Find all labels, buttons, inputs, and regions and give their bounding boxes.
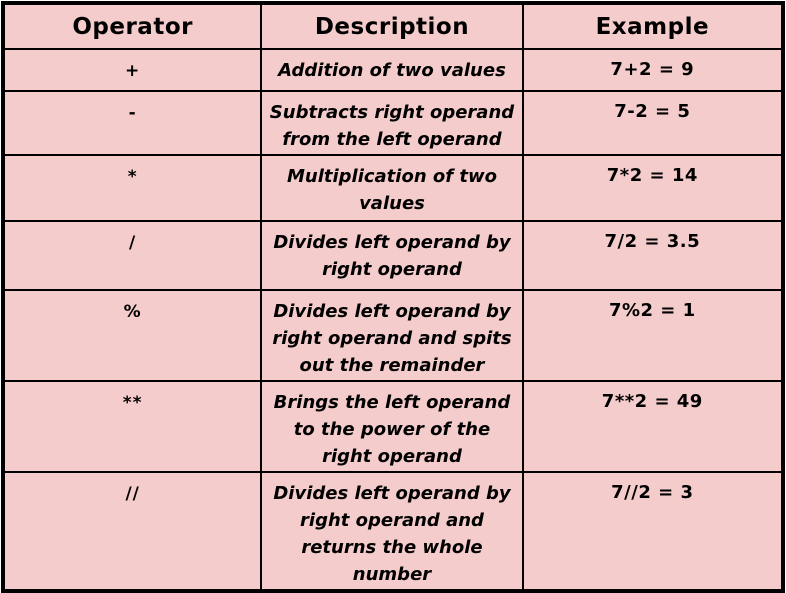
description-cell: Addition of two values (260, 48, 524, 92)
header-row: Operator Description Example (1, 2, 785, 50)
operator-cell: ** (1, 380, 263, 473)
column-header-operator: Operator (1, 2, 263, 50)
description-cell: Brings the left operand to the power of … (260, 380, 524, 473)
operator-cell: * (1, 154, 263, 222)
description-cell: Multiplication of two values (260, 154, 524, 222)
example-cell: 7//2 = 3 (521, 471, 785, 592)
operator-cell: - (1, 90, 263, 156)
operator-cell: // (1, 471, 263, 592)
table-row: %Divides left operand by right operand a… (1, 289, 785, 382)
table-header: Operator Description Example (1, 2, 785, 50)
example-cell: 7%2 = 1 (521, 289, 785, 382)
table-row: -Subtracts right operand from the left o… (1, 90, 785, 156)
description-cell: Divides left operand by right operand (260, 220, 524, 291)
operator-cell: / (1, 220, 263, 291)
example-cell: 7*2 = 14 (521, 154, 785, 222)
description-cell: Subtracts right operand from the left op… (260, 90, 524, 156)
example-cell: 7**2 = 49 (521, 380, 785, 473)
table-row: //Divides left operand by right operand … (1, 471, 785, 592)
table-row: **Brings the left operand to the power o… (1, 380, 785, 473)
description-cell: Divides left operand by right operand an… (260, 289, 524, 382)
column-header-example: Example (521, 2, 785, 50)
description-cell: Divides left operand by right operand an… (260, 471, 524, 592)
operator-cell: + (1, 48, 263, 92)
example-cell: 7+2 = 9 (521, 48, 785, 92)
example-cell: 7-2 = 5 (521, 90, 785, 156)
column-header-description: Description (260, 2, 524, 50)
example-cell: 7/2 = 3.5 (521, 220, 785, 291)
operator-cell: % (1, 289, 263, 382)
